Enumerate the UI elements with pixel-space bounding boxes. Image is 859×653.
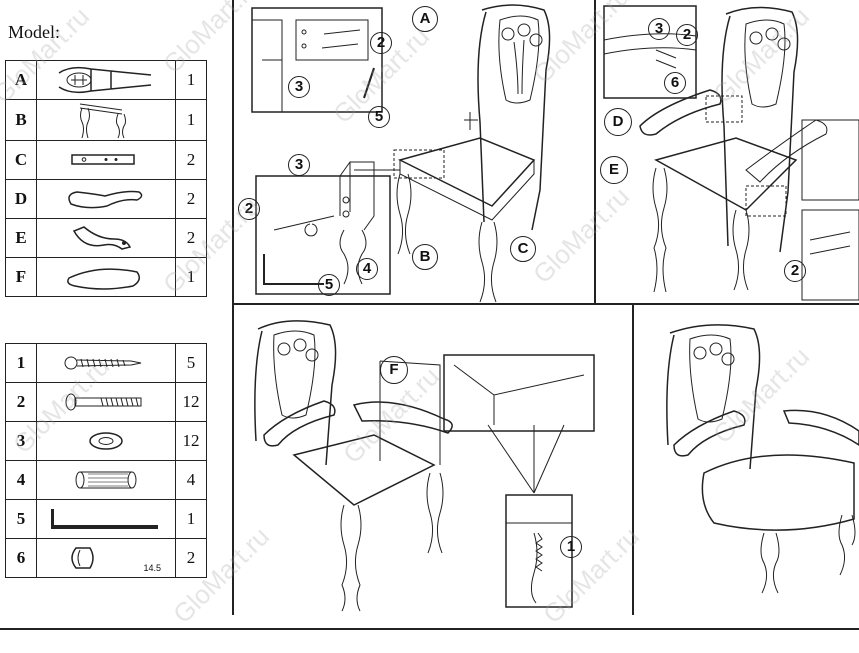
divider-vertical-left — [232, 0, 234, 615]
hardware-number: 5 — [5, 499, 37, 539]
parts-table: A 1 B 1 C 2 D 2 E 2 F 1 — [5, 60, 207, 297]
hardware-number: 4 — [5, 460, 37, 500]
callout-3-top: 3 — [288, 76, 310, 98]
part-qty: 2 — [175, 140, 207, 180]
callout-3-armrest: 3 — [648, 18, 670, 40]
part-letter: C — [5, 140, 37, 180]
step3-seat-diagram — [254, 320, 595, 612]
dowel-drawing — [36, 460, 176, 500]
hardware-row-6: 6 14.5 2 — [5, 538, 207, 578]
hardware-row-1: 1 5 — [5, 343, 207, 383]
part-letter: F — [5, 257, 37, 297]
seat-cushion-drawing — [36, 257, 176, 297]
hardware-qty: 1 — [175, 499, 207, 539]
callout-f: F — [380, 356, 408, 384]
allen-key-drawing — [36, 499, 176, 539]
part-row-c: C 2 — [5, 140, 207, 180]
callout-2-arm-support: 2 — [784, 260, 806, 282]
divider-horizontal-mid — [232, 303, 859, 305]
step2-armrest-diagram — [603, 5, 859, 301]
part-row-d: D 2 — [5, 179, 207, 219]
hardware-number: 6 — [5, 538, 37, 578]
divider-horizontal-bottom — [0, 628, 859, 630]
hardware-qty: 2 — [175, 538, 207, 578]
divider-vertical-bottom — [632, 303, 634, 615]
callout-6-armrest: 6 — [664, 72, 686, 94]
callout-5-top: 5 — [368, 106, 390, 128]
callout-5-bottom: 5 — [318, 274, 340, 296]
hardware-row-4: 4 4 — [5, 460, 207, 500]
part-row-b: B 1 — [5, 99, 207, 141]
arm-support-drawing — [36, 218, 176, 258]
part-row-f: F 1 — [5, 257, 207, 297]
hardware-row-3: 3 12 — [5, 421, 207, 461]
part-qty: 2 — [175, 179, 207, 219]
divider-vertical-top — [594, 0, 596, 303]
hardware-qty: 4 — [175, 460, 207, 500]
callout-2-bottom: 2 — [238, 198, 260, 220]
part-letter: B — [5, 99, 37, 141]
lock-washer-drawing — [36, 421, 176, 461]
cap-size-label: 14.5 — [143, 563, 161, 573]
part-letter: D — [5, 179, 37, 219]
bolt-drawing — [36, 382, 176, 422]
cap-drawing: 14.5 — [36, 538, 176, 578]
hardware-row-2: 2 12 — [5, 382, 207, 422]
callout-4-bottom: 4 — [356, 258, 378, 280]
callout-2-top: 2 — [370, 32, 392, 54]
hardware-number: 1 — [5, 343, 37, 383]
callout-c: C — [510, 236, 536, 262]
side-rail-drawing — [36, 140, 176, 180]
callout-a: A — [412, 6, 438, 32]
part-qty: 1 — [175, 60, 207, 100]
part-row-e: E 2 — [5, 218, 207, 258]
callout-2-armrest: 2 — [676, 24, 698, 46]
hardware-table: 1 5 2 12 3 12 4 4 5 1 6 14. — [5, 343, 207, 578]
part-qty: 1 — [175, 257, 207, 297]
model-label: Model: — [8, 22, 60, 42]
hardware-row-5: 5 1 — [5, 499, 207, 539]
hardware-qty: 12 — [175, 421, 207, 461]
callout-d: D — [604, 108, 632, 136]
callout-3-bottom: 3 — [288, 154, 310, 176]
hardware-qty: 5 — [175, 343, 207, 383]
hardware-qty: 12 — [175, 382, 207, 422]
part-qty: 2 — [175, 218, 207, 258]
part-letter: E — [5, 218, 37, 258]
back-frame-drawing — [36, 60, 176, 100]
hardware-number: 3 — [5, 421, 37, 461]
armrest-drawing — [36, 179, 176, 219]
part-qty: 1 — [175, 99, 207, 141]
hardware-number: 2 — [5, 382, 37, 422]
front-legs-drawing — [36, 99, 176, 141]
wood-screw-drawing — [36, 343, 176, 383]
part-row-a: A 1 — [5, 60, 207, 100]
callout-1-screw: 1 — [560, 536, 582, 558]
callout-e: E — [600, 156, 628, 184]
callout-b: B — [412, 244, 438, 270]
part-letter: A — [5, 60, 37, 100]
finished-chair-diagram — [666, 324, 859, 594]
